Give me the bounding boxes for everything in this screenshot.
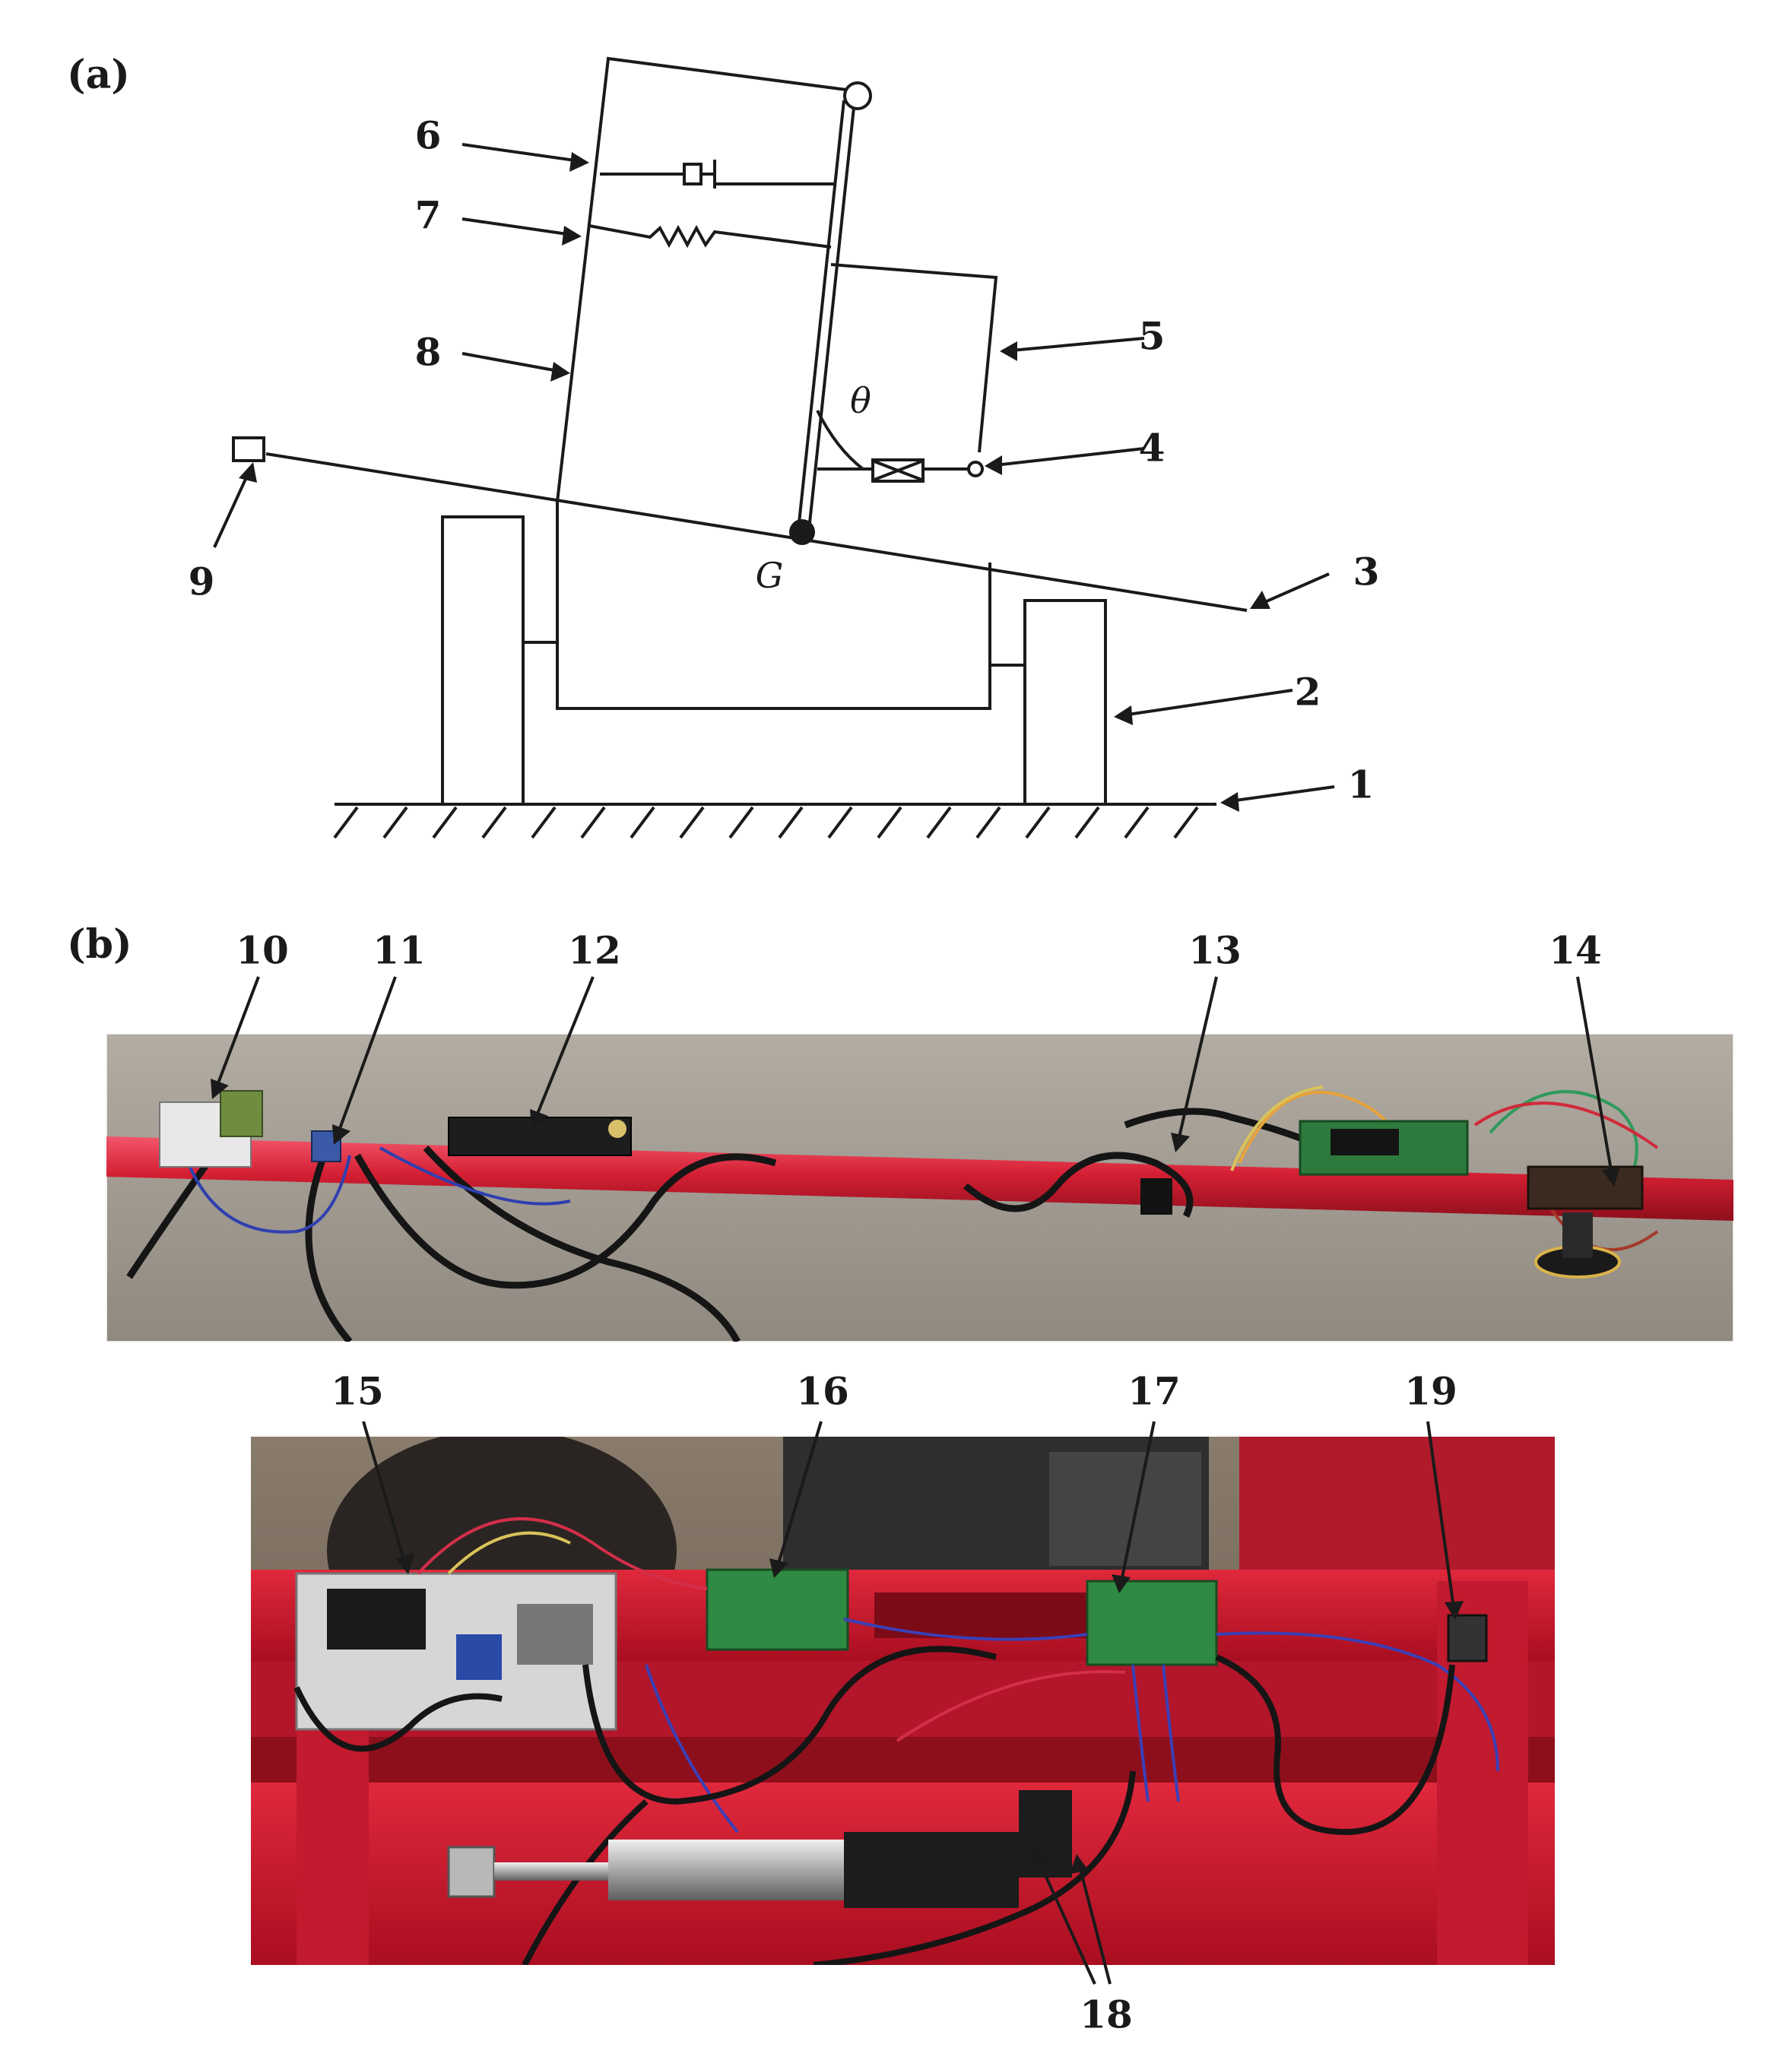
left-pillar [441,515,525,806]
callout-10: 10 [236,927,289,973]
frame-5 [830,263,998,453]
u-frame [556,502,991,710]
spring-7 [588,224,832,249]
callout-14: 14 [1549,927,1602,973]
boom-photo-art [106,1034,1733,1342]
angle-theta-label: θ [850,380,871,421]
callout-17: 17 [1128,1368,1181,1414]
callout-13: 13 [1188,927,1242,973]
board-17 [1086,1580,1218,1666]
callout-8: 8 [414,329,442,375]
pendulum-rod-left [797,100,845,531]
theta-arc [816,410,864,471]
component-13 [1140,1178,1172,1215]
component-12 [448,1117,632,1156]
callout-9: 9 [188,559,215,604]
callout-4: 4 [1138,425,1166,471]
pivot-4 [967,461,984,477]
centroid-g-label: G [755,555,784,596]
callout-2: 2 [1294,669,1321,715]
frame-photo [251,1437,1555,1965]
red-boom-tube [106,1136,1733,1221]
actuator-cylinder [608,1840,844,1900]
callout-16: 16 [796,1368,849,1414]
pendulum-rod-right [807,100,856,531]
sensor-9-box [232,436,265,462]
frame-8 [556,56,858,502]
callout-6: 6 [414,113,442,158]
center-of-gravity-dot [789,519,815,545]
callout-18: 18 [1080,1992,1133,2037]
boom-3 [265,452,1248,612]
panel-label-a: (a) [67,52,130,98]
actuator-motor [844,1832,1019,1908]
callout-7: 7 [414,192,442,238]
callout-15: 15 [331,1368,384,1414]
callout-1: 1 [1347,762,1375,807]
pendulum-pivot [843,81,872,110]
callout-12: 12 [568,927,621,973]
frame-photo-art [251,1437,1555,1965]
board-16 [706,1568,849,1651]
callout-3: 3 [1353,549,1380,594]
right-pillar [1023,599,1107,806]
callout-5: 5 [1138,313,1166,359]
sensor-19 [1447,1614,1488,1662]
schematic-diagram [213,56,1335,839]
boom-photo [106,1034,1733,1342]
component-14 [1527,1165,1644,1210]
callout-11: 11 [373,927,426,973]
callout-19: 19 [1404,1368,1457,1414]
ground-hatching [333,806,1199,839]
panel-label-b: (b) [67,921,132,968]
